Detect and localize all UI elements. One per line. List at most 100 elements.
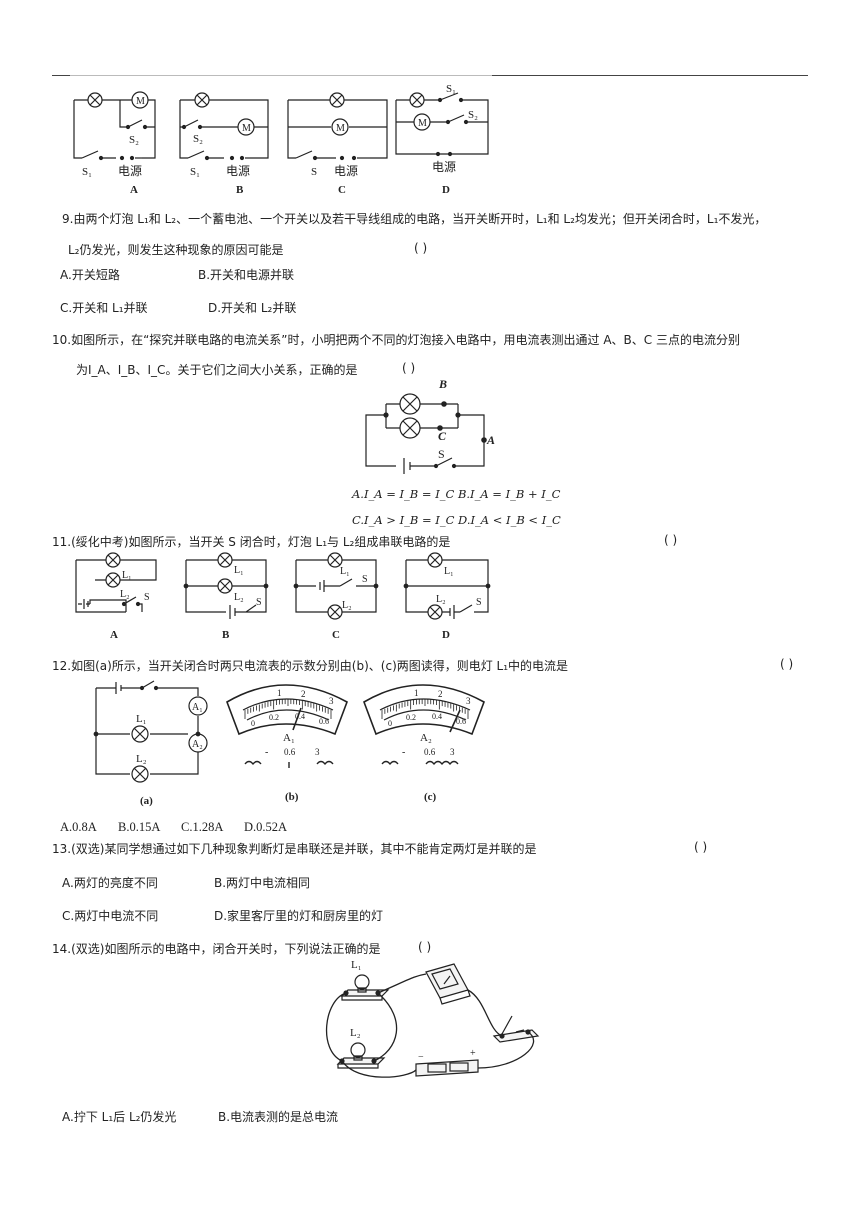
meter-b-terminal-06: 0.6: [284, 747, 296, 757]
header-rule-middle: [70, 75, 492, 76]
q14-lamp-l2: L₂: [336, 1027, 386, 1069]
q14-ammeter: [425, 963, 471, 1005]
q11-circuits: L₁ L₂ S A L₁ L₂ S B L₁ S L₂ C L₁ L₂ S D: [75, 552, 491, 641]
q9-line1: 9.由两个灯泡 L₁和 L₂、一个蓄电池、一个开关以及若干导线组成的电路，当开关…: [62, 212, 767, 226]
q12-option-a: A.0.8A: [60, 820, 97, 834]
q14-lamp-l1: L₁: [340, 959, 390, 1001]
q14-option-b: B.电流表测的是总电流: [218, 1110, 339, 1124]
q12-text: 12.如图(a)所示，当开关闭合时两只电流表的示数分别由(b)、(c)两图读得，…: [52, 659, 569, 673]
q11-circuit-a: L₁ L₂ S A: [75, 552, 157, 641]
q11-label-a: A: [110, 629, 118, 641]
q12-fig-a-label: (a): [140, 795, 153, 807]
svg-text:M: M: [418, 118, 427, 129]
meter-c-terminal-neg: -: [402, 747, 405, 758]
q14-l2-label: L₂: [350, 1027, 361, 1039]
meter-c-bottom-06: 0.6: [456, 717, 466, 726]
circuit-b-source-label: 电源: [226, 164, 250, 178]
q11-c-l1: L₁: [340, 566, 350, 577]
circuit-a-s2-label: S₂: [129, 134, 139, 146]
q11-d-l1: L₁: [444, 566, 454, 577]
svg-text:+: +: [470, 1048, 476, 1059]
q14-l1-label: L₁: [351, 959, 362, 971]
circuit-d: M S₁ S₂ 电源 D: [395, 83, 489, 196]
circuit-c-source-label: 电源: [334, 164, 358, 178]
circuit-a-s1-label: S₁: [82, 166, 92, 178]
q10-point-a: A: [486, 433, 495, 447]
q11-answer-paren: ( ): [664, 533, 678, 547]
circuit-b-s2-label: S₂: [193, 133, 203, 145]
q14-text: 14.(双选)如图所示的电路中，闭合开关时，下列说法正确的是: [52, 942, 381, 956]
header-rule-right: [492, 75, 808, 76]
meter-b-bottom-06: 0.6: [319, 717, 329, 726]
q9-option-d: D.开关和 L₂并联: [208, 301, 297, 315]
q11-label-b: B: [222, 629, 230, 641]
q11-circuit-c: L₁ S L₂ C: [293, 552, 379, 641]
q11-d-l2: L₂: [436, 594, 446, 605]
q11-b-l2: L₂: [234, 592, 244, 603]
meter-b-terminal-3: 3: [315, 747, 320, 757]
q12-meter-c: 1 2 3 0 0.2 0.4 0.6 A₂ - 0.6 3 (c): [363, 684, 485, 803]
meter-c-bottom-0: 0: [388, 719, 392, 728]
meter-c-bottom-04: 0.4: [432, 712, 442, 721]
meter-c-terminal-3: 3: [450, 747, 455, 757]
q12-fig-c-label: (c): [424, 791, 437, 803]
q14-battery: − +: [415, 1048, 479, 1077]
q13-option-c: C.两灯中电流不同: [62, 909, 159, 923]
q12-a2-label: A₂: [192, 739, 203, 750]
q14-switch: [492, 1015, 540, 1043]
q12-option-c: C.1.28A: [181, 820, 224, 834]
q12-answer-paren: ( ): [780, 657, 794, 671]
q12-option-d: D.0.52A: [244, 820, 288, 834]
circuit-b-s1-label: S₁: [190, 166, 200, 178]
circuit-d-label: D: [442, 184, 450, 196]
q13-answer-paren: ( ): [694, 840, 708, 854]
q10-point-b: B: [438, 377, 447, 391]
q11-circuit-b: L₁ L₂ S B: [183, 552, 269, 641]
svg-text:M: M: [336, 123, 345, 134]
meter-c-bottom-02: 0.2: [406, 713, 416, 722]
q11-label-d: D: [442, 629, 450, 641]
q11-c-s: S: [362, 574, 368, 585]
q12-meter-b: 1 2 3 0 0.2 0.4 0.6 A₁ - 0.6 3 (b): [226, 684, 348, 803]
meter-b-bottom-04: 0.4: [295, 712, 305, 721]
meter-c-terminal-06: 0.6: [424, 747, 436, 757]
q12-a1-label: A₁: [192, 702, 203, 713]
circuit-a: M S₂ S₁ 电源 A: [73, 91, 156, 196]
meter-b-name: A₁: [283, 732, 295, 744]
q11-d-s: S: [476, 597, 482, 608]
q10-line1: 10.如图所示，在“探究并联电路的电流关系”时，小明把两个不同的灯泡接入电路中，…: [52, 333, 740, 347]
q10-switch-label: S: [438, 447, 445, 461]
q14-option-a: A.拧下 L₁后 L₂仍发光: [62, 1110, 177, 1124]
svg-text:M: M: [242, 123, 251, 134]
q11-c-l2: L₂: [342, 600, 352, 611]
q9-answer-paren: ( ): [414, 241, 428, 255]
meter-c-top-2: 2: [438, 689, 443, 699]
circuit-c: M S 电源 C: [287, 92, 388, 196]
q11-label-c: C: [332, 629, 340, 641]
circuit-d-source-label: 电源: [432, 160, 456, 174]
circuit-b: M S₂ S₁ 电源 B: [179, 92, 269, 196]
q10-options-line2: C.I_A > I_B = I_C D.I_A < I_B < I_C: [352, 513, 561, 527]
q14-circuit-picture: L₁ L₂ − +: [326, 959, 540, 1078]
circuit-b-label: B: [236, 184, 244, 196]
q9-line2: L₂仍发光，则发生这种现象的原因可能是: [68, 243, 284, 257]
svg-text:−: −: [418, 1052, 424, 1063]
q11-text: 11.(绥化中考)如图所示，当开关 S 闭合时，灯泡 L₁与 L₂组成串联电路的…: [52, 535, 451, 549]
circuit-a-source-label: 电源: [118, 164, 142, 178]
q10-circuit: B C A S: [365, 377, 495, 474]
q10-answer-paren: ( ): [402, 361, 416, 375]
q13-option-b: B.两灯中电流相同: [214, 876, 311, 890]
q9-option-c: C.开关和 L₁并联: [60, 301, 148, 315]
q9-option-b: B.开关和电源并联: [198, 268, 295, 282]
meter-b-top-1: 1: [277, 688, 282, 698]
header-rule-left: [52, 75, 70, 76]
q11-a-l1: L₁: [122, 570, 132, 581]
q12-fig-b-label: (b): [285, 791, 299, 803]
meter-b-top-3: 3: [329, 696, 334, 706]
q12-l1-label: L₁: [136, 713, 147, 725]
q11-b-l1: L₁: [234, 565, 244, 576]
meter-c-name: A₂: [420, 732, 432, 744]
q10-line2: 为I_A、I_B、I_C。关于它们之间大小关系，正确的是: [76, 363, 358, 377]
circuit-d-s2-label: S₂: [468, 109, 478, 121]
q13-option-d: D.家里客厅里的灯和厨房里的灯: [214, 909, 384, 923]
